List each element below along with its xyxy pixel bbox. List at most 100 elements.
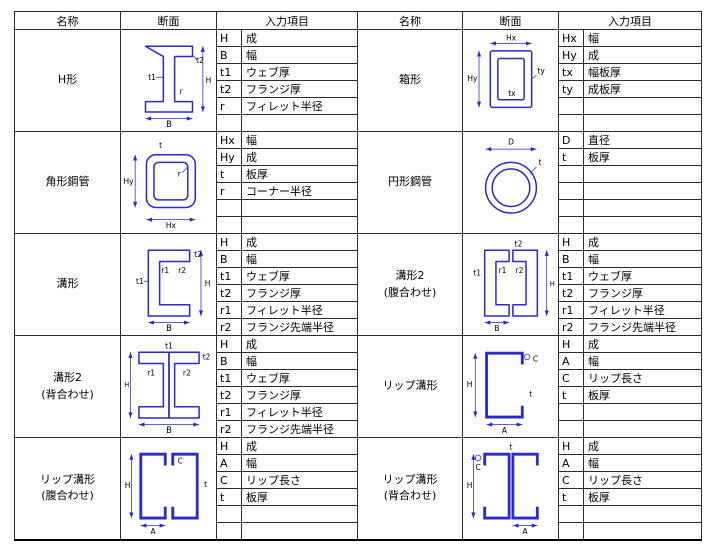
desc-cell	[583, 522, 702, 540]
desc-cell: 成	[241, 233, 358, 251]
desc-cell: フィレット半径	[241, 301, 358, 319]
param-cell	[216, 216, 242, 234]
svg-text:t1: t1	[135, 277, 143, 286]
svg-text:A: A	[501, 426, 507, 435]
svg-text:t2: t2	[202, 352, 210, 361]
param-cell: A	[558, 454, 584, 472]
desc-cell: 成	[241, 148, 358, 166]
svg-text:r2: r2	[515, 265, 523, 274]
param-cell: C	[558, 369, 584, 387]
svg-text:H: H	[549, 279, 554, 287]
param-cell: t2	[216, 284, 242, 302]
section-name: 溝形2 (腹合わせ)	[357, 233, 463, 336]
svg-text:r: r	[179, 87, 183, 96]
svg-text:Hy: Hy	[467, 74, 478, 83]
svg-text:ty: ty	[537, 66, 545, 75]
svg-text:C: C	[475, 463, 480, 472]
svg-text:r1: r1	[147, 368, 155, 377]
param-cell: r1	[216, 301, 242, 319]
param-cell: t2	[216, 80, 242, 98]
table-row	[15, 522, 702, 540]
param-cell	[558, 165, 584, 183]
param-cell	[558, 505, 584, 523]
param-cell: C	[216, 471, 242, 489]
desc-cell: フランジ先端半径	[241, 420, 358, 438]
section-name: リップ溝形 (腹合わせ)	[14, 437, 121, 540]
desc-cell: 成	[241, 29, 358, 47]
section-name: H形	[14, 29, 121, 132]
desc-cell: フィレット半径	[583, 301, 702, 319]
desc-cell: ウェブ厚	[583, 267, 702, 285]
svg-text:B: B	[166, 323, 172, 333]
param-cell: H	[558, 335, 584, 353]
svg-text:t2: t2	[194, 249, 202, 258]
svg-text:B: B	[166, 425, 172, 435]
param-cell: r	[216, 97, 242, 115]
desc-cell	[241, 522, 358, 540]
header-name-left: 名称	[14, 11, 121, 30]
param-cell: A	[558, 352, 584, 370]
param-cell	[558, 199, 584, 217]
svg-text:A: A	[522, 527, 528, 536]
desc-cell	[583, 403, 702, 421]
desc-cell: 幅板厚	[583, 63, 702, 81]
param-cell: r2	[216, 420, 242, 438]
param-cell: B	[216, 250, 242, 268]
param-cell: t1	[558, 267, 584, 285]
svg-text:t: t	[159, 141, 162, 150]
param-cell: t2	[216, 386, 242, 404]
param-cell: t2	[558, 284, 584, 302]
param-cell: B	[216, 46, 242, 64]
svg-text:B: B	[166, 119, 172, 129]
svg-text:r2: r2	[178, 265, 186, 274]
desc-cell: フィレット半径	[241, 97, 358, 115]
svg-text:r: r	[177, 169, 181, 178]
section-name: リップ溝形	[357, 335, 463, 438]
svg-text:H: H	[124, 381, 129, 389]
desc-cell: 成	[583, 46, 702, 64]
section-name: リップ溝形 (背合わせ)	[357, 437, 463, 540]
param-cell: r1	[216, 403, 242, 421]
desc-cell	[241, 216, 358, 234]
desc-cell: 板厚	[583, 148, 702, 166]
desc-cell: フランジ厚	[241, 386, 358, 404]
param-cell: H	[216, 335, 242, 353]
desc-cell: 幅	[583, 454, 702, 472]
desc-cell	[583, 97, 702, 115]
param-cell: D	[558, 131, 584, 149]
param-cell: t1	[216, 63, 242, 81]
desc-cell: 成板厚	[583, 80, 702, 98]
header-section-right: 断面	[462, 11, 559, 30]
desc-cell: コーナー半径	[241, 182, 358, 200]
svg-text:t: t	[538, 158, 541, 167]
param-cell	[216, 114, 242, 132]
desc-cell	[583, 216, 702, 234]
desc-cell	[583, 182, 702, 200]
desc-cell: フランジ先端半径	[583, 318, 702, 336]
param-cell: tx	[558, 63, 584, 81]
param-cell: H	[558, 233, 584, 251]
desc-cell: 幅	[241, 454, 358, 472]
svg-text:t1: t1	[148, 73, 156, 82]
param-cell: t1	[216, 267, 242, 285]
header-section-left: 断面	[120, 11, 217, 30]
